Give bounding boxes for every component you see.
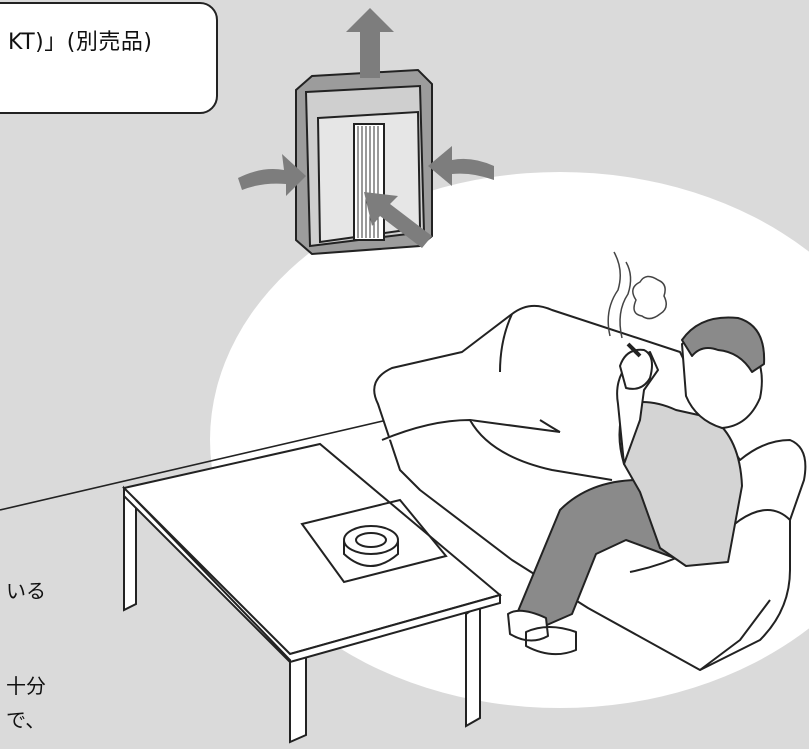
arrow-in-right-icon <box>428 146 494 186</box>
airflow-arrows <box>238 8 494 248</box>
arrow-in-left-icon <box>238 154 306 196</box>
man <box>507 316 766 656</box>
coffee-table <box>122 442 503 744</box>
air-purifier <box>295 68 433 256</box>
smoke <box>607 251 667 339</box>
cigarette <box>626 342 642 358</box>
arrow-up-icon <box>346 8 394 78</box>
man-hair <box>681 316 766 373</box>
callout-text: KT)」(別売品) <box>8 30 153 55</box>
man-hand <box>619 348 653 390</box>
man-shirt <box>618 401 743 567</box>
side-text-line-2: 十分 <box>6 674 46 698</box>
ashtray <box>343 525 399 567</box>
side-text-line-1: いる <box>6 579 46 603</box>
arrow-in-diagonal-icon <box>364 192 432 248</box>
man-legs <box>515 479 691 629</box>
callout-box: KT)」(別売品) <box>0 2 218 114</box>
side-text-line-3: で、 <box>6 708 46 732</box>
floor-line <box>0 416 401 511</box>
man-shoes <box>507 609 577 656</box>
